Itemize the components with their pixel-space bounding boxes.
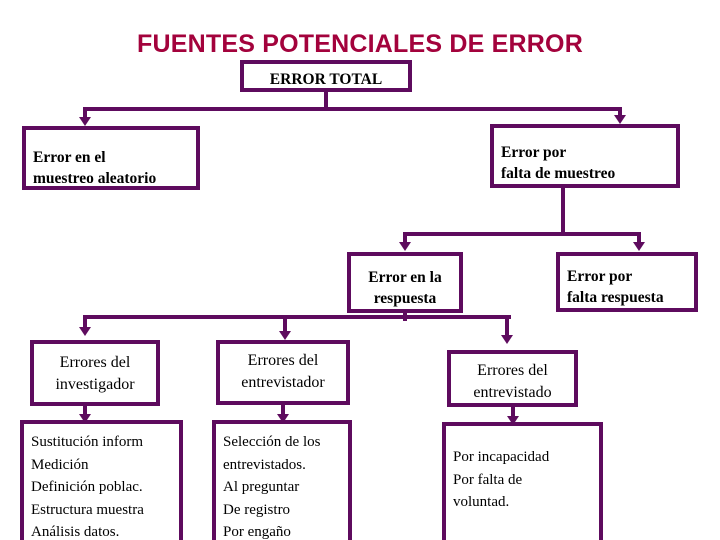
node-error-muestreo-aleatorio-line2: muestreo aleatorio [33,170,157,187]
arrow-to-detalle-entrevistado [507,416,519,425]
node-errores-investigador-line1: Errores del [59,354,131,371]
node-errores-entrevistado-line1: Errores del [477,362,548,379]
node-errores-entrevistado[interactable]: Errores del entrevistado [447,350,578,407]
arrow-to-error-respuesta [399,242,411,251]
node-error-falta-muestreo[interactable]: Error por falta de muestreo [490,124,680,188]
connector-drop-right-level1 [618,107,622,117]
arrow-to-detalle-entrevistador [277,414,289,423]
node-error-en-la-respuesta-line2: respuesta [373,290,437,307]
page-title: FUENTES POTENCIALES DE ERROR [137,30,583,58]
detalle-entrevistador-line-3: Al preguntar [223,479,300,495]
arrow-to-falta-muestreo [614,115,626,124]
arrow-to-errores-entrevistado [501,335,513,344]
detalle-investigador-line-1: Sustitución inform [31,434,144,450]
connector-drop-right-level2 [637,232,641,244]
connector-trunk-falta-muestreo [561,188,565,234]
detalle-investigador-line-5: Análisis datos. [31,524,120,540]
arrow-to-detalle-investigador [79,414,91,423]
arrow-to-errores-investigador [79,327,91,336]
detalle-entrevistador-line-4: De registro [223,501,291,518]
node-errores-entrevistador-line1: Errores del [247,352,319,369]
connector-drop-detalle-entrevistador [281,403,285,420]
node-detalle-entrevistador[interactable]: Selección de los entrevistados. Al pregu… [212,420,352,540]
arrow-to-errores-entrevistador [279,331,291,340]
connector-drop-investigador [83,315,87,329]
node-errores-investigador[interactable]: Errores del investigador [30,340,160,406]
node-error-en-la-respuesta-line1: Error en la [368,269,442,286]
node-error-falta-muestreo-line1: Error por [501,144,567,161]
node-errores-entrevistador-line2: entrevistador [241,374,325,391]
node-error-falta-muestreo-line2: falta de muestreo [501,165,616,182]
node-error-falta-respuesta-line1: Error por [567,268,633,285]
node-error-falta-respuesta[interactable]: Error por falta respuesta [556,252,698,312]
node-error-en-la-respuesta[interactable]: Error en la respuesta [347,252,463,313]
detalle-entrevistado-line-2: Por falta de [453,471,523,488]
connector-drop-left-level1 [83,107,87,119]
connector-drop-entrevistado [505,315,509,337]
detalle-entrevistador-line-1: Selección de los [223,434,321,450]
detalle-entrevistado-line-1: Por incapacidad [453,449,550,465]
connector-drop-entrevistador [283,315,287,333]
connector-bar-level3 [83,315,511,319]
detalle-entrevistador-line-5: Por engaño [223,524,291,540]
connector-bar-level2 [403,232,641,236]
connector-trunk-total [324,92,328,111]
detalle-entrevistado-line-3: voluntad. [453,494,510,510]
node-error-total-label: ERROR TOTAL [269,71,383,88]
detalle-investigador-line-3: Definición poblac. [31,479,143,495]
detalle-investigador-line-4: Estructura muestra [31,501,144,518]
node-error-muestreo-aleatorio-line1: Error en el [33,149,106,166]
detalle-entrevistador-line-2: entrevistados. [223,456,306,473]
node-error-muestreo-aleatorio[interactable]: Error en el muestreo aleatorio [22,126,200,190]
node-detalle-investigador[interactable]: Sustitución inform Medición Definición p… [20,420,183,540]
connector-drop-detalle-entrevistado [511,405,515,422]
node-errores-entrevistador[interactable]: Errores del entrevistador [216,340,350,405]
node-errores-investigador-line2: investigador [55,376,135,393]
node-errores-entrevistado-line2: entrevistado [473,384,552,401]
arrow-to-falta-respuesta [633,242,645,251]
connector-drop-detalle-investigador [83,403,87,420]
arrow-to-muestreo-aleatorio [79,117,91,126]
node-error-total[interactable]: ERROR TOTAL [240,60,412,92]
connector-bar-level1 [83,107,622,111]
connector-drop-left-level2 [403,232,407,244]
node-error-falta-respuesta-line2: falta respuesta [567,289,664,306]
node-detalle-entrevistado[interactable]: Por incapacidad Por falta de voluntad. [442,422,603,540]
detalle-investigador-line-2: Medición [31,456,89,473]
